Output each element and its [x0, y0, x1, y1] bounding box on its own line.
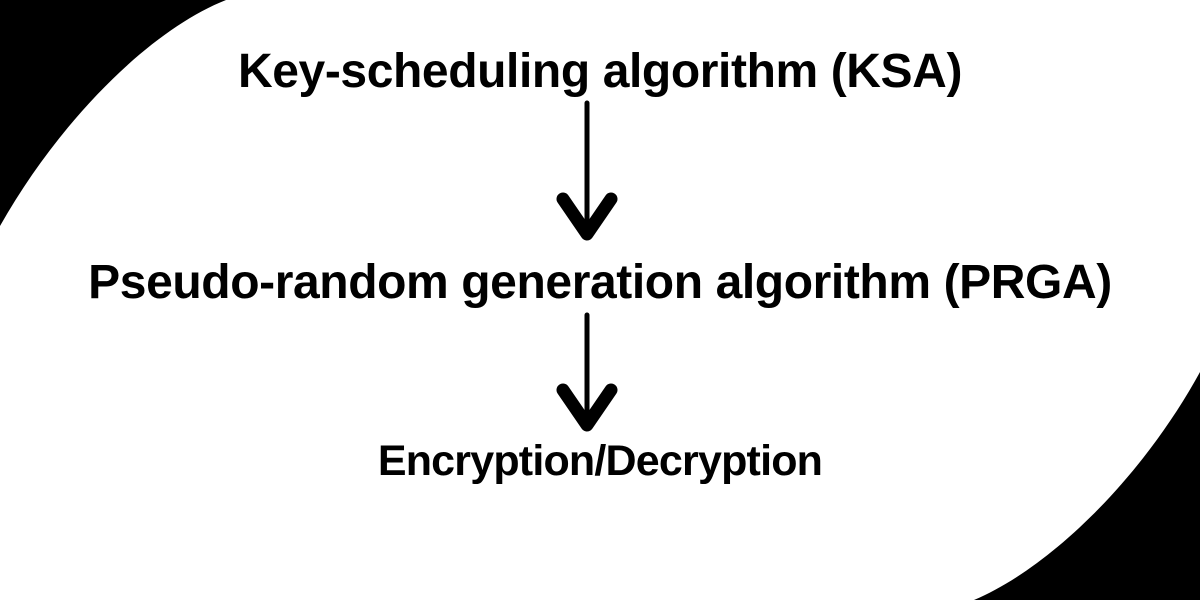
node-label-prga: Pseudo-random generation algorithm (PRGA…	[88, 256, 1112, 309]
node-label-encryption-decryption: Encryption/Decryption	[377, 437, 823, 485]
arrow-ksa-to-prga-icon	[556, 100, 618, 241]
node-label-ksa: Key-scheduling algorithm (KSA)	[237, 45, 963, 98]
arrow-prga-to-encdec-icon	[556, 312, 618, 432]
